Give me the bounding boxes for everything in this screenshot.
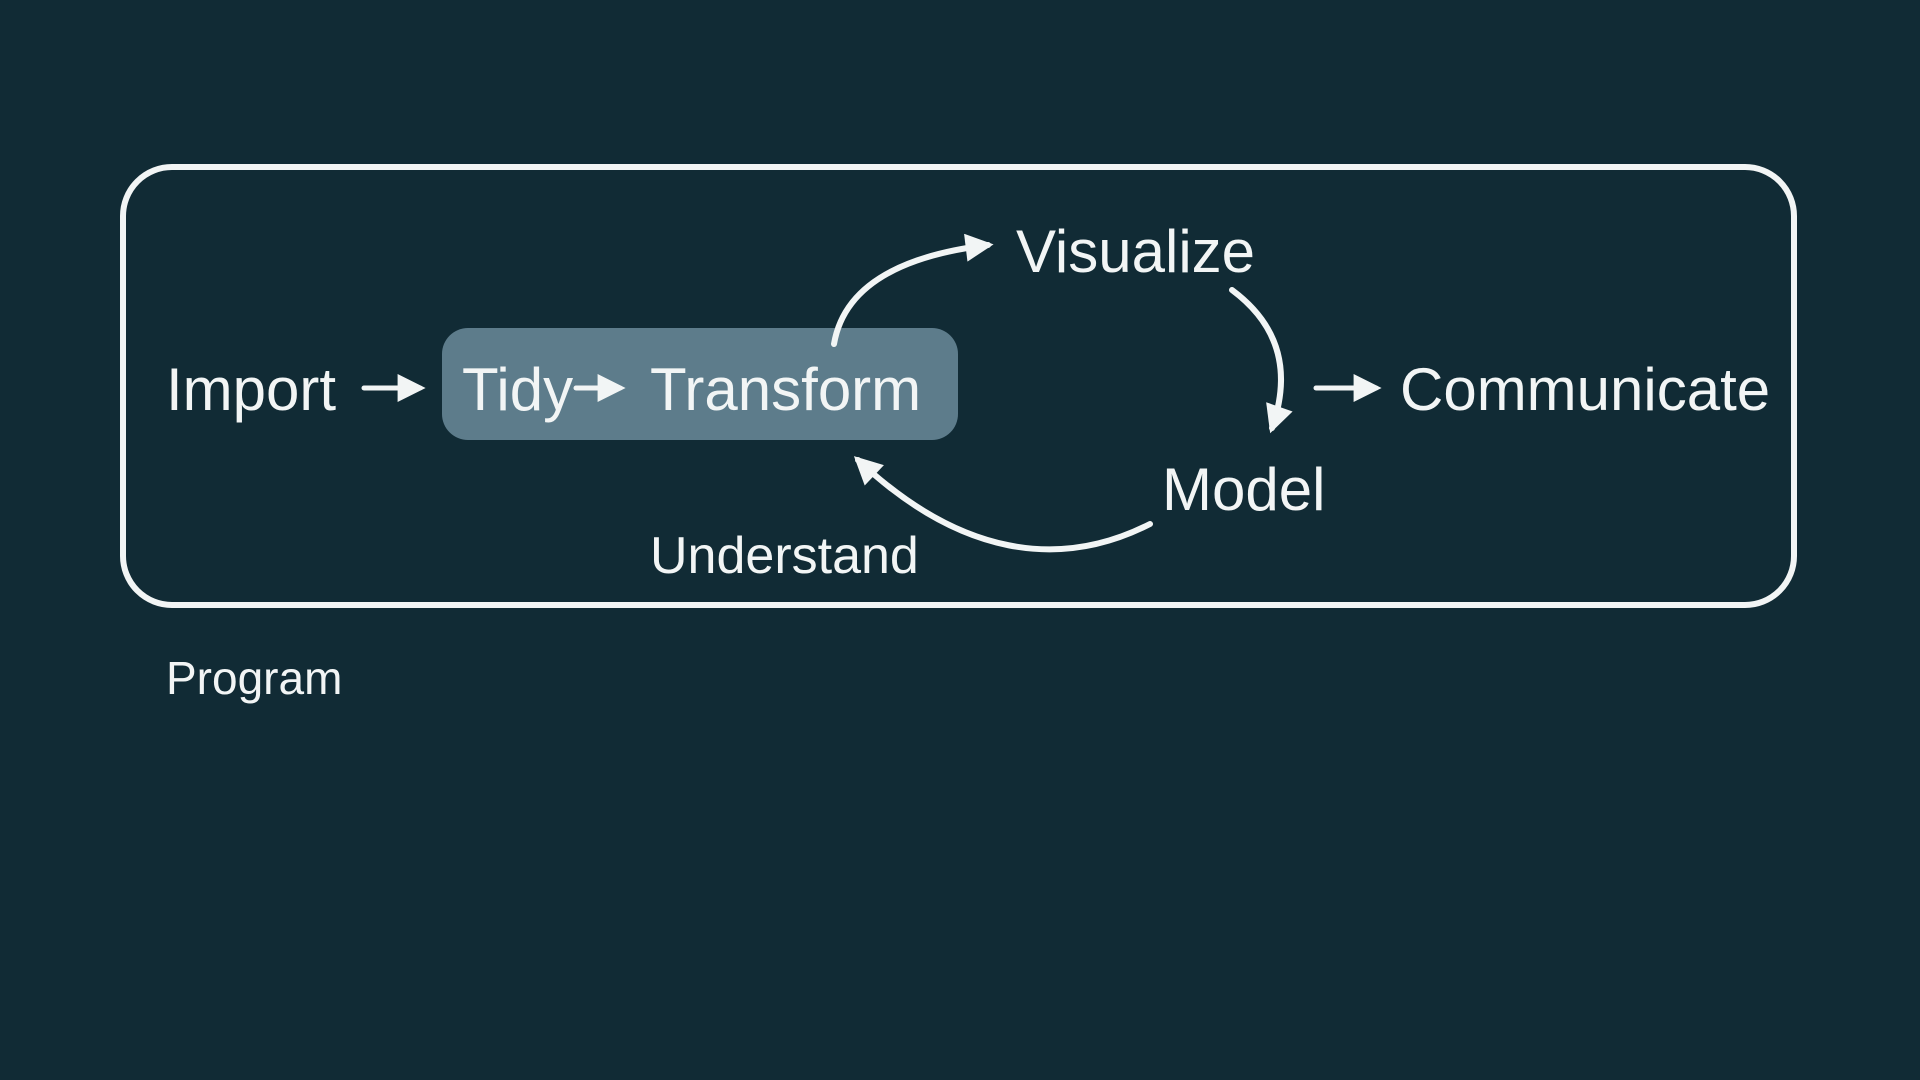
node-communicate: Communicate	[1400, 356, 1771, 423]
program-box-outline	[120, 164, 1797, 608]
node-tidy: Tidy	[462, 356, 574, 423]
node-visualize: Visualize	[1016, 218, 1256, 285]
node-import: Import	[166, 356, 337, 423]
node-transform: Transform	[650, 356, 922, 423]
program-group-label: Program	[166, 652, 343, 704]
node-model: Model	[1162, 456, 1326, 523]
understand-group-label: Understand	[650, 527, 919, 585]
